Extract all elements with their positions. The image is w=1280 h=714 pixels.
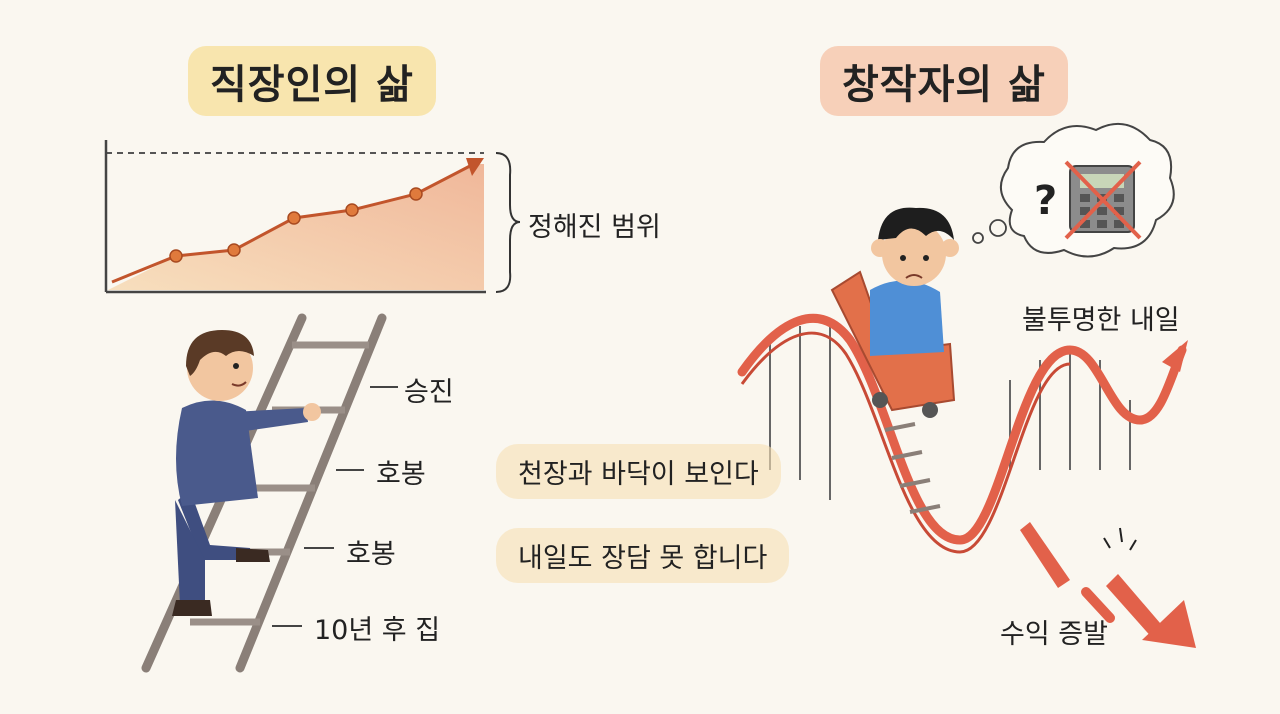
thought-bubble-icon: ? (972, 123, 1175, 258)
worried-creator-icon (830, 207, 959, 418)
message-ceiling-floor: 천장과 바닥이 보인다 (496, 444, 781, 499)
broken-arrow-icon (1020, 522, 1196, 648)
message-no-guarantee: 내일도 장담 못 합니다 (496, 528, 790, 583)
range-label: 정해진 범위 (528, 212, 661, 243)
ladder-label-promotion: 승진 (404, 377, 454, 408)
title-office-worker-life: 직장인의 삶 (188, 46, 436, 116)
ladder-label-pay-step-2: 호봉 (346, 539, 396, 570)
crossed-calculator-icon (1064, 160, 1142, 240)
label-uncertain-tomorrow: 불투명한 내일 (1022, 305, 1180, 336)
range-brace (495, 152, 521, 293)
ladder-label-pay-step-1: 호봉 (376, 459, 426, 490)
ladder-tick-lines (272, 386, 398, 627)
label-income-evaporation: 수익 증발 (1000, 619, 1108, 650)
title-creator-life: 창작자의 삶 (820, 46, 1068, 116)
ladder-label-house-in-10-years: 10년 후 집 (314, 615, 441, 646)
rollercoaster-icon (737, 313, 1196, 648)
office-worker-icon (172, 330, 321, 616)
question-mark-icon: ? (1034, 178, 1057, 224)
growth-chart-icon (104, 140, 486, 294)
